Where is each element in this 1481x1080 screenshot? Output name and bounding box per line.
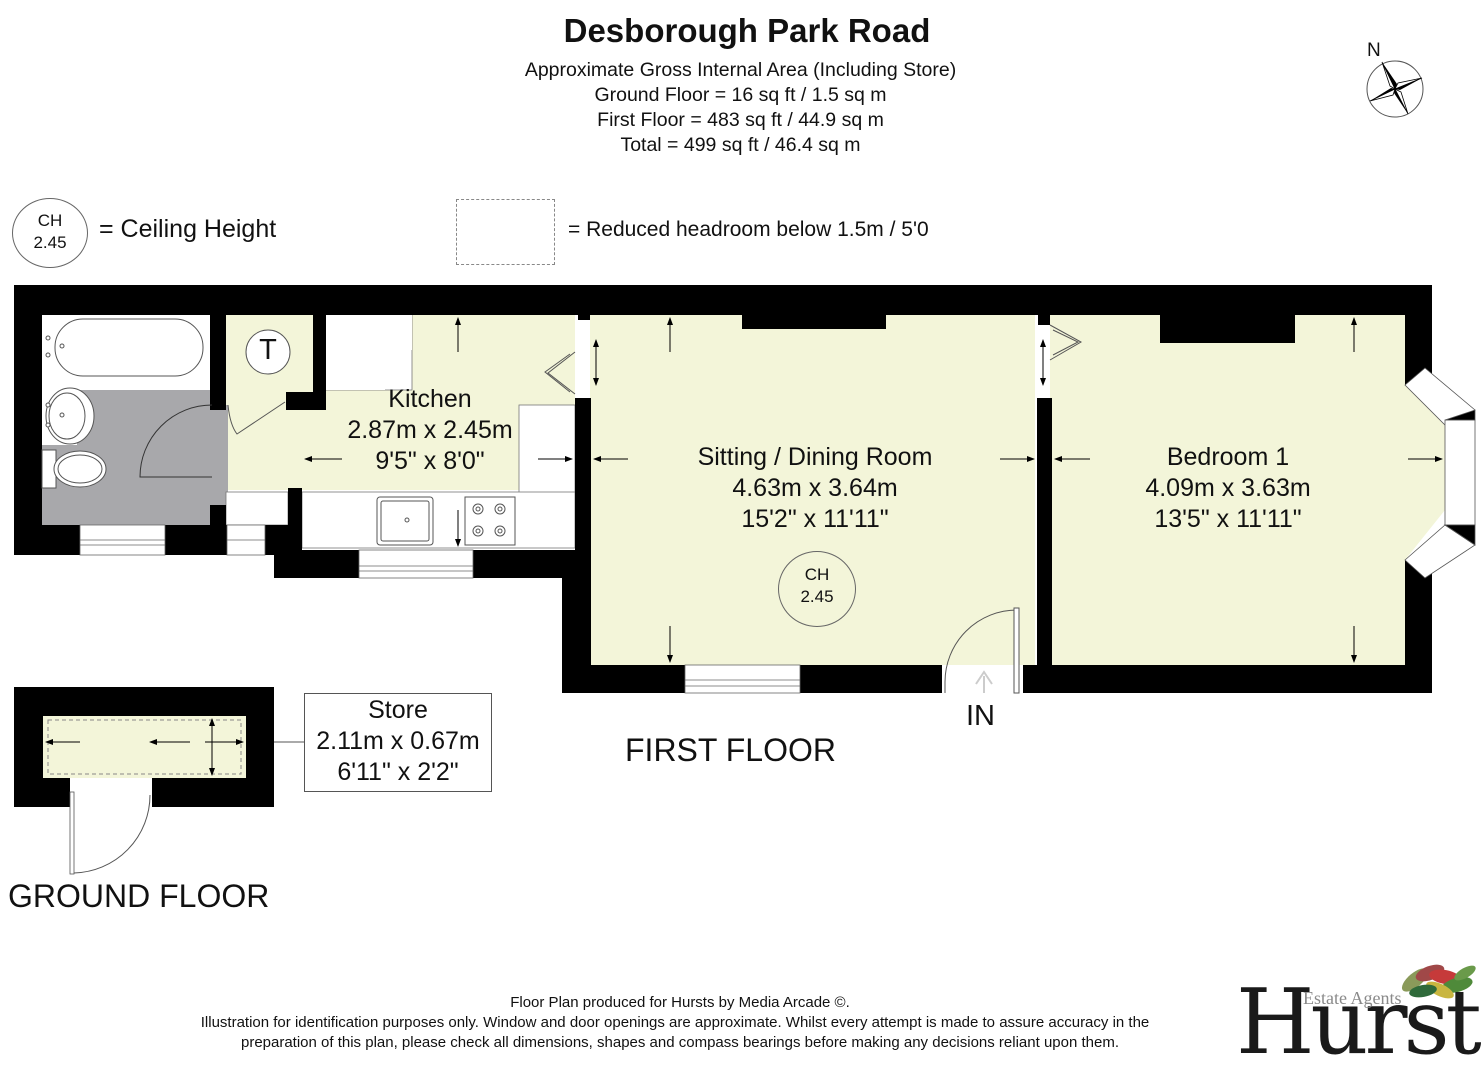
entrance-label: IN [966,700,995,732]
logo-hurst: Hurst [1236,970,1481,1075]
room-dimensions-imperial: 6'11" x 2'2" [337,758,459,786]
kitchen-appliances [376,496,516,546]
legend-ch-label: CH [37,211,63,230]
compass-north-label: N [1367,40,1381,61]
room-kitchen: Kitchen 2.87m x 2.45m 9'5" x 8'0" [330,384,530,477]
fitted-units [225,314,576,549]
room-dimensions-imperial: 9'5" x 8'0" [375,447,485,475]
logo-tagline: Estate Agents [1303,988,1402,1008]
ch-label: CH [804,565,830,584]
first-floor-label: FIRST FLOOR [625,732,836,768]
room-dimensions-metric: 4.09m x 3.63m [1145,474,1311,502]
bay-window [1404,367,1476,579]
plan-title: Desborough Park Road [563,12,931,49]
room-dimensions-imperial: 13'5" x 11'11" [1154,505,1302,533]
ch-value: 2.45 [800,587,834,606]
total-area: Total = 499 sq ft / 46.4 sq m [620,134,861,156]
tank-label: T [259,334,277,366]
room-dimensions-metric: 2.11m x 0.67m [316,727,480,755]
ground-floor-label: GROUND FLOOR [8,878,270,914]
room-name: Bedroom 1 [1166,443,1290,471]
dimension-arrows [304,317,1443,663]
room-name: Store [368,696,428,724]
store-drawing [14,687,304,875]
legend-reduced-headroom-symbol [456,199,555,265]
first-floor-area: First Floor = 483 sq ft / 44.9 sq m [597,109,884,131]
room-sitting-dining: Sitting / Dining Room 4.63m x 3.64m 15'2… [655,442,975,535]
windows [79,524,801,694]
room-dimensions-metric: 4.63m x 3.64m [732,474,898,502]
compass-rose-icon [1366,60,1424,118]
room-bedroom-1: Bedroom 1 4.09m x 3.63m 13'5" x 11'11" [1108,442,1348,535]
legend-ceiling-height-text: = Ceiling Height [99,215,277,243]
legend-ceiling-height-symbol: CH 2.45 [12,198,88,268]
room-name: Kitchen [388,385,472,413]
bathroom-fixtures [41,315,213,489]
door-swings [227,324,1083,694]
legend-reduced-headroom-text: = Reduced headroom below 1.5m / 5'0 [568,218,929,241]
room-store: Store 2.11m x 0.67m 6'11" x 2'2" [304,693,492,792]
ceiling-height-marker: CH 2.45 [778,551,856,627]
footer-disclaimer-line1: Illustration for identification purposes… [200,1014,1150,1031]
leaves-logo-icon [1401,964,1476,999]
legend-ch-value: 2.45 [33,233,67,252]
area-heading: Approximate Gross Internal Area (Includi… [524,59,957,81]
room-dimensions-imperial: 15'2" x 11'11" [741,505,889,533]
footer-credit: Floor Plan produced for Hursts by Media … [510,994,850,1011]
footer-disclaimer-line2: preparation of this plan, please check a… [240,1034,1119,1051]
tank-icon [245,329,291,375]
room-dimensions-metric: 2.87m x 2.45m [347,416,513,444]
room-name: Sitting / Dining Room [697,443,933,471]
ground-floor-area: Ground Floor = 16 sq ft / 1.5 sq m [594,84,887,106]
